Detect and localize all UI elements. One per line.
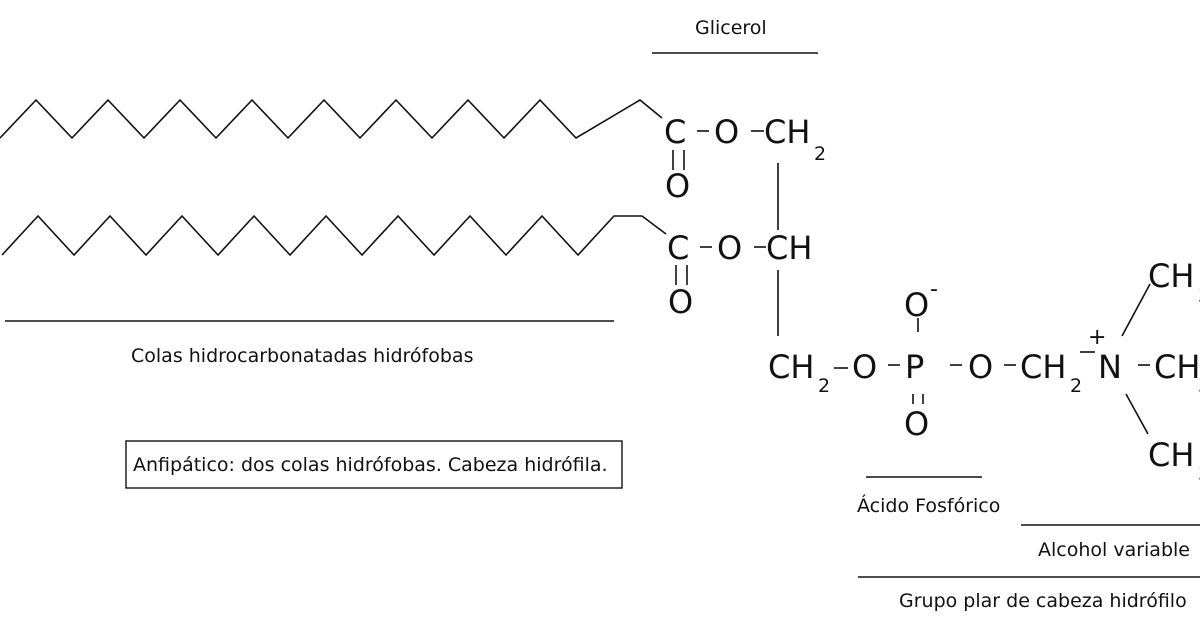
atom-o2-ester: O — [717, 229, 742, 267]
atom-nitrogen: N — [1098, 348, 1122, 386]
atom-ch2-top-subscript: 2 — [814, 143, 826, 165]
atoms: C O O CH 2 C O O CH CH 2 O P O - O O CH … — [664, 113, 1200, 485]
hydrocarbon-tail-1 — [0, 98, 663, 140]
atom-o1-ester: O — [714, 113, 739, 151]
atom-ch2-choline: CH — [1020, 348, 1066, 386]
o-minus-charge: - — [930, 277, 938, 302]
atom-o1-carbonyl: O — [665, 167, 690, 205]
atom-ch3-bottom-subscript: 3 — [1198, 463, 1200, 485]
bond-n-ch3-bottom — [1125, 393, 1149, 435]
label-amphipathic-note: Anfipático: dos colas hidrófobas. Cabeza… — [133, 454, 608, 476]
atom-o-phosphate-bottom: O — [904, 405, 929, 443]
label-glycerol: Glicerol — [695, 17, 767, 39]
atom-ch3-mid-subscript: 3 — [1198, 375, 1200, 397]
atom-ch3-top: CH — [1148, 257, 1194, 295]
atom-c2: C — [667, 229, 689, 267]
label-tails: Colas hidrocarbonatadas hidrófobas — [131, 345, 473, 367]
atom-ch3-top-subscript: 3 — [1198, 285, 1200, 307]
atom-c1: C — [664, 113, 686, 151]
atom-ch3-bottom: CH — [1148, 436, 1194, 474]
hydrocarbon-tail-2 — [1, 214, 667, 257]
label-phosphoric-acid: Ácido Fosfórico — [857, 494, 1000, 517]
bond-n-ch3-top — [1121, 283, 1151, 337]
atom-ch-mid: CH — [766, 229, 812, 267]
n-plus-charge: + — [1088, 325, 1106, 350]
note-box — [125, 440, 623, 489]
atom-o-link-2: O — [968, 348, 993, 386]
bonds — [672, 130, 1151, 435]
annotations: Glicerol Colas hidrocarbonatadas hidrófo… — [5, 17, 1200, 612]
atom-ch2-top: CH — [764, 113, 810, 151]
atom-ch3-mid: CH — [1154, 348, 1200, 386]
label-polar-head: Grupo plar de cabeza hidrófilo — [899, 590, 1187, 612]
atom-o2-carbonyl: O — [668, 283, 693, 321]
atom-ch2-low-subscript: 2 — [818, 375, 830, 397]
atom-ch2-low: CH — [768, 348, 814, 386]
atom-phosphorus: P — [905, 348, 924, 386]
atom-o-minus: O — [904, 286, 929, 324]
atom-ch2-choline-subscript: 2 — [1070, 375, 1082, 397]
label-variable-alcohol: Alcohol variable — [1038, 539, 1190, 561]
atom-o-link: O — [852, 348, 877, 386]
